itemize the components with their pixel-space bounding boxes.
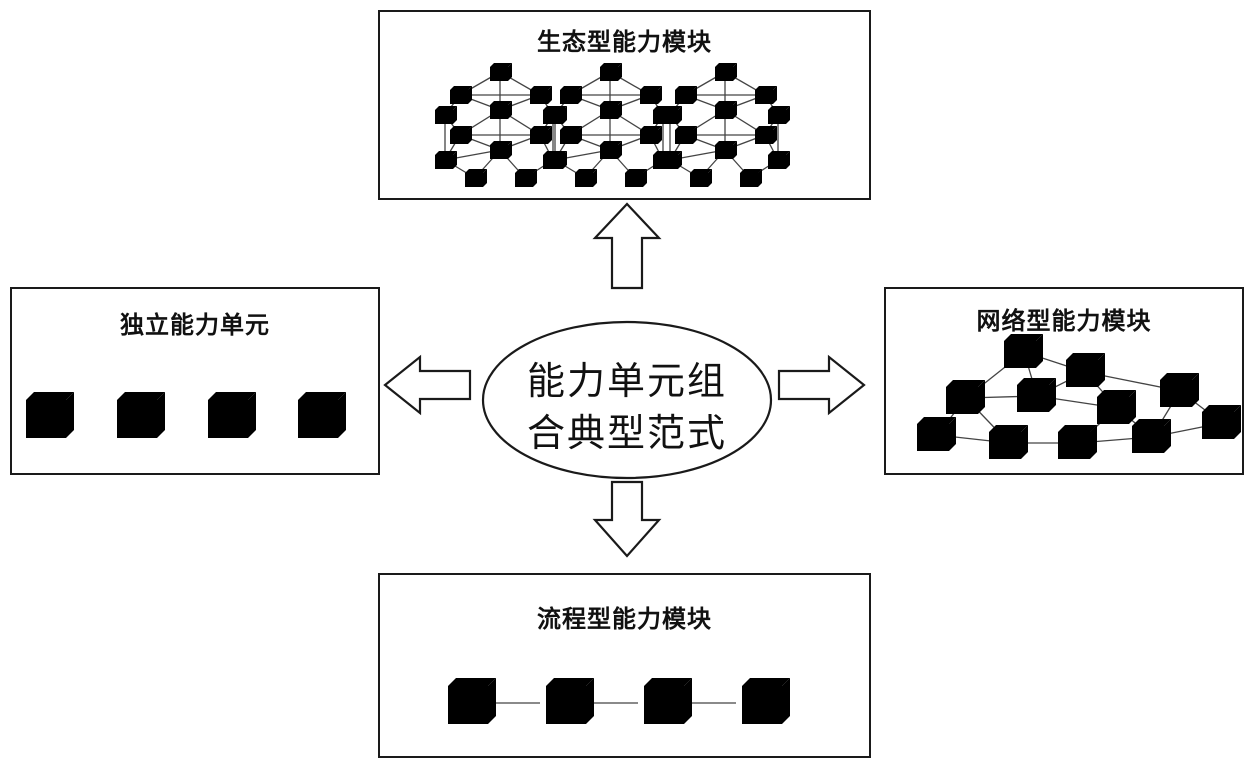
center-label-line2: 合典型范式 [526,411,727,455]
independent-cubes [26,392,346,438]
cube [917,417,956,451]
ecological-module-title: 生态型能力模块 [537,28,712,56]
independent-unit-title: 独立能力单元 [120,311,270,339]
center-label: 能力单元组 合典型范式 [482,320,772,480]
independent-unit-box: 独立能力单元 [10,287,380,475]
arrow-left [383,354,472,416]
cube [448,678,496,724]
arrow-up [592,202,662,290]
cube [26,392,74,438]
cube [117,392,165,438]
cube [1017,378,1056,412]
cube [1160,373,1199,407]
cube [742,678,790,724]
arrow-right [777,354,866,416]
cube [298,392,346,438]
cube [1066,353,1105,387]
process-chain [448,678,790,724]
cube [989,425,1028,459]
network-module-title: 网络型能力模块 [976,307,1152,335]
cube [1058,425,1097,459]
ecological-module-box: 生态型能力模块 [378,10,871,200]
process-module-title: 流程型能力模块 [537,605,712,633]
center-label-line1: 能力单元组 [526,359,727,403]
cube [1097,390,1136,424]
cube [1004,334,1043,368]
cube [644,678,692,724]
ecological-clusters [435,63,790,187]
cube [208,392,256,438]
cube [1132,419,1171,453]
cube [1202,405,1241,439]
process-module-box: 流程型能力模块 [378,573,871,758]
cube [546,678,594,724]
center-ellipse [481,320,773,480]
cube [946,380,985,414]
network-graph [917,334,1241,459]
arrow-down [592,480,662,558]
